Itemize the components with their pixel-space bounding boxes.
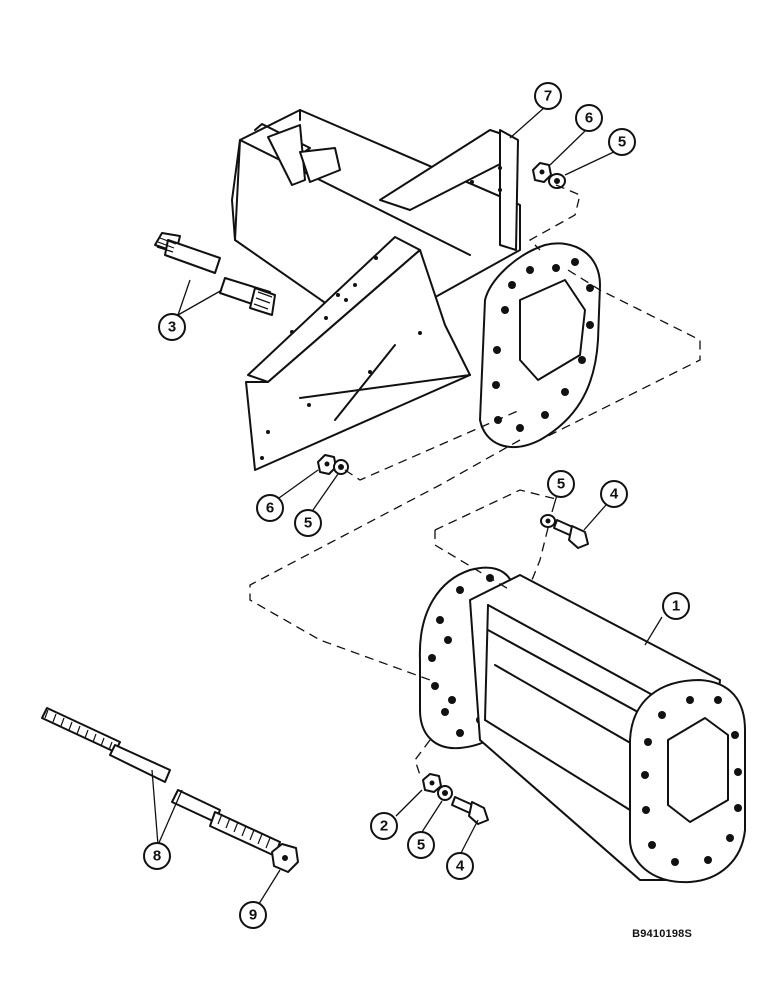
lower-gusset [245, 249, 471, 471]
mounting-ear [267, 124, 306, 186]
washer-5-left [333, 459, 349, 475]
callout-5-right: 5 [547, 470, 575, 498]
bolt-4-top [553, 519, 589, 549]
callout-7-label: 7 [544, 88, 552, 105]
callout-6-left-label: 6 [266, 500, 274, 517]
callout-6-top-label: 6 [585, 110, 593, 127]
upper-frame-assembly [231, 109, 601, 471]
washer-5-top [548, 173, 566, 189]
callout-3-label: 3 [168, 319, 176, 336]
callout-6-top: 6 [575, 104, 603, 132]
splined-shaft [154, 232, 276, 316]
callout-8-label: 8 [153, 848, 161, 865]
washer-5-bottom [437, 785, 453, 801]
figure-reference-code: B9410198S [632, 928, 692, 940]
callout-3: 3 [158, 313, 186, 341]
callout-5-top-right-label: 5 [618, 134, 626, 151]
lower-front-opening [667, 717, 729, 823]
callout-6-left: 6 [256, 494, 284, 522]
callout-4-bottom: 4 [446, 852, 474, 880]
long-bolt [41, 707, 281, 857]
bolt-4-bottom [451, 796, 489, 825]
callout-5-bottom-label: 5 [417, 837, 425, 854]
callout-5-left: 5 [294, 509, 322, 537]
callout-4-top-label: 4 [610, 486, 619, 503]
callout-1-label: 1 [672, 598, 680, 615]
nut-6-left [317, 454, 337, 475]
callout-8: 8 [143, 842, 171, 870]
callout-5-right-label: 5 [557, 476, 565, 493]
hex-nut-9 [271, 843, 299, 873]
callout-2-label: 2 [380, 818, 388, 835]
callout-5-bottom: 5 [407, 831, 435, 859]
nut-6-top [532, 162, 552, 183]
callout-9-label: 9 [249, 907, 257, 924]
callout-9: 9 [239, 901, 267, 929]
nut-2 [422, 773, 442, 793]
callout-2: 2 [370, 812, 398, 840]
assembly-dashed-lines [249, 184, 701, 776]
upper-flange-opening [519, 279, 586, 381]
callout-5-top-right: 5 [608, 128, 636, 156]
washer-5-right [540, 514, 556, 528]
callout-4-bottom-label: 4 [456, 858, 465, 875]
callout-1: 1 [662, 592, 690, 620]
callout-5-left-label: 5 [304, 515, 312, 532]
callout-7: 7 [534, 82, 562, 110]
lower-tube-assembly [418, 566, 746, 884]
callout-4-top: 4 [600, 480, 628, 508]
callout-leaders [151, 106, 663, 908]
